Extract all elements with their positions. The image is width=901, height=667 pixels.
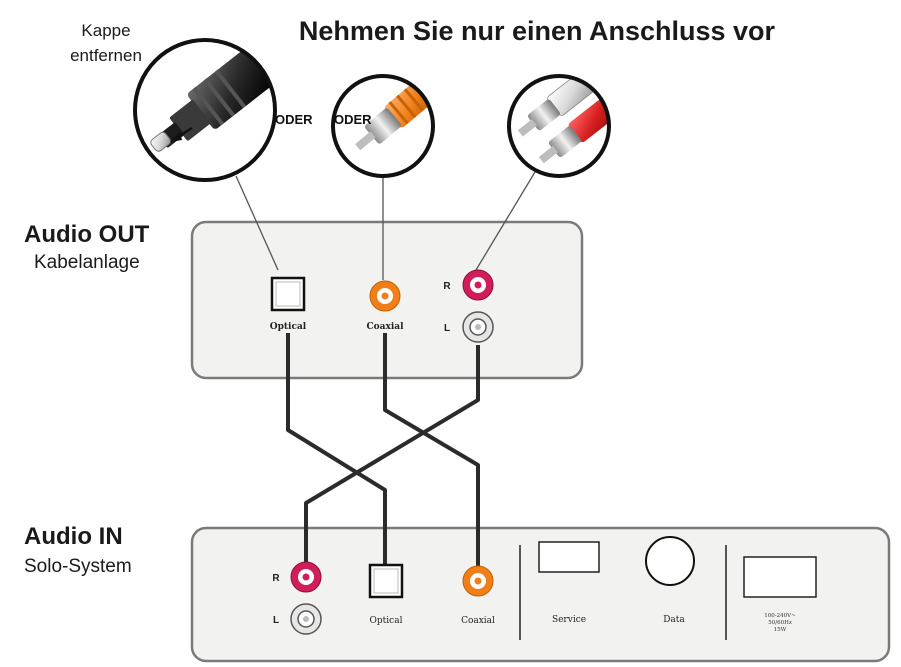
audio-in-panel xyxy=(190,526,891,663)
out-coaxial-label: Coaxial xyxy=(366,322,404,332)
out-optical-port xyxy=(270,276,306,312)
in-optical-port xyxy=(368,563,404,599)
out-optical-label: Optical xyxy=(270,322,307,332)
in-rca-red-port xyxy=(290,561,322,593)
in-power-label-2: 50/60Hz xyxy=(768,620,792,626)
dust-cap-icon xyxy=(150,131,171,152)
oder-label-1: ODER xyxy=(275,112,313,127)
optical-leader-line xyxy=(235,175,279,271)
optical-cable xyxy=(286,333,387,567)
out-rca-red-port xyxy=(462,269,494,301)
audio-in-heading: Audio IN xyxy=(24,523,123,550)
rca-cable xyxy=(304,345,480,565)
out-coaxial-port xyxy=(369,280,401,312)
in-service-port xyxy=(538,541,600,573)
cap-note-line-1: Kappe xyxy=(81,21,130,40)
oder-label-2: ODER xyxy=(334,112,372,127)
in-data-port xyxy=(645,536,695,586)
rca-plugs-magnifier xyxy=(507,74,611,178)
out-r-label: R xyxy=(443,281,451,292)
in-rca-white-port xyxy=(290,603,322,635)
in-l-label: L xyxy=(273,615,279,626)
page-title: Nehmen Sie nur einen Anschluss vor xyxy=(299,16,776,46)
cap-note-line-2: entfernen xyxy=(70,46,142,65)
audio-out-heading: Audio OUT xyxy=(24,221,150,248)
out-l-label: L xyxy=(444,323,450,334)
in-data-label: Data xyxy=(663,615,685,625)
rca-leader-line xyxy=(472,171,536,276)
in-service-label: Service xyxy=(552,615,586,625)
optical-plug-magnifier xyxy=(133,38,277,182)
optical-plug-icon xyxy=(150,46,275,152)
in-power-label-3: 15W xyxy=(774,627,787,633)
audio-in-subheading: Solo-System xyxy=(24,556,132,577)
in-power-socket xyxy=(743,556,817,598)
audio-out-subheading: Kabelanlage xyxy=(34,252,140,273)
in-coaxial-port xyxy=(462,565,494,597)
in-power-label-1: 100-240V~ xyxy=(764,613,796,619)
in-r-label: R xyxy=(272,573,280,584)
in-coaxial-label: Coaxial xyxy=(461,616,495,626)
in-optical-label: Optical xyxy=(370,616,403,626)
coaxial-cable xyxy=(383,333,480,567)
out-rca-white-port xyxy=(462,311,494,343)
